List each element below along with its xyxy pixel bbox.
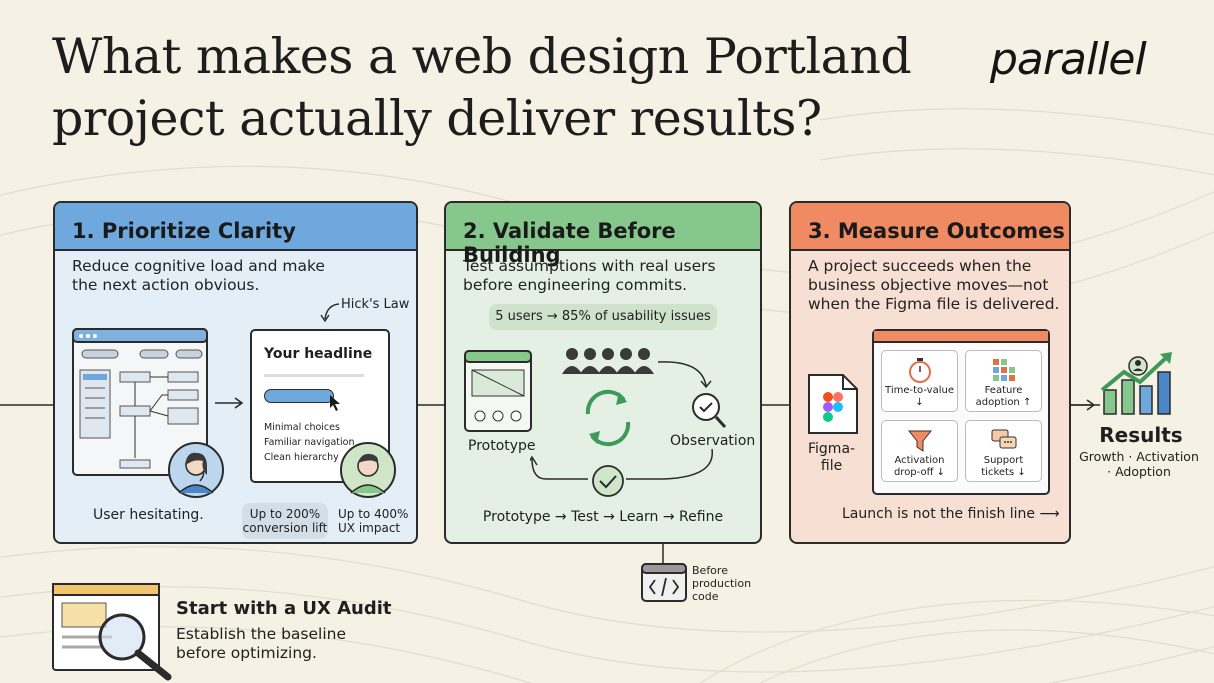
results-subtitle: Growth · Activation · Adoption — [1076, 449, 1202, 479]
usability-stat-pill: 5 users → 85% of usability issues — [489, 304, 717, 330]
figma-line-2: file — [820, 458, 843, 474]
panel-2-subtitle-line-1: Test assumptions with real users — [463, 257, 716, 275]
ux-audit-icon — [52, 583, 172, 681]
panel-2-heading: 2. Validate Before Building — [446, 203, 760, 267]
tile-label: adoption ↑ — [975, 397, 1032, 408]
flow-steps-text: Prototype → Test → Learn → Refine — [482, 509, 724, 525]
funnel-icon — [907, 430, 932, 452]
results-line-2: · Adoption — [1107, 464, 1171, 479]
title-line-1: What makes a web design Portland — [52, 28, 912, 85]
code-window-icon — [641, 563, 687, 602]
tile-label: ↓ — [915, 397, 924, 408]
before-line-1: Before — [692, 564, 728, 577]
tile-label: Time-to-value — [885, 385, 954, 396]
results-title: Results — [1099, 423, 1183, 447]
panel-3-subtitle-line-3: when the Figma file is delivered. — [808, 295, 1060, 313]
panel-2-subtitle: Test assumptions with real users before … — [446, 251, 760, 295]
activation-dropoff-tile: Activation drop-off ↓ — [881, 420, 958, 482]
stat-2-line-1: Up to 400% — [338, 507, 409, 521]
user-group-icon — [562, 348, 654, 374]
tile-label: Feature — [984, 385, 1023, 396]
panel-3-subtitle-line-1: A project succeeds when the — [808, 257, 1032, 275]
refresh-cycle-icon — [585, 389, 631, 447]
panel-3-subtitle-line-2: business objective moves—not — [808, 276, 1049, 294]
feedback-loop-arrows — [530, 448, 713, 480]
confident-user-avatar — [340, 442, 396, 498]
panel-1-caption: User hesitating. — [93, 507, 204, 523]
bullet-item: Clean hierarchy — [264, 452, 339, 463]
figma-file-icon — [808, 374, 858, 434]
panel-1-heading: 1. Prioritize Clarity — [55, 203, 416, 251]
panel-1-subtitle-line-1: Reduce cognitive load and make — [72, 257, 325, 275]
hicks-law-annotation: Hick's Law — [341, 297, 410, 312]
growth-chart-icon — [1100, 352, 1172, 415]
panel-3-subtitle: A project succeeds when the business obj… — [791, 251, 1069, 314]
measure-outcomes-panel: 3. Measure Outcomes A project succeeds w… — [789, 201, 1071, 544]
chat-bubbles-icon — [991, 429, 1016, 449]
observation-label: Observation — [670, 433, 756, 449]
tile-label: Activation — [894, 455, 945, 466]
audit-line-2: before optimizing. — [176, 644, 317, 662]
bullet-item: Minimal choices — [264, 422, 340, 433]
ux-audit-title: Start with a UX Audit — [176, 598, 392, 619]
prototype-label: Prototype — [468, 438, 536, 454]
metrics-dashboard: Time-to-value ↓ Feature adoption ↑ Activ… — [872, 329, 1050, 495]
cursor-icon — [330, 395, 340, 411]
panel-1-subtitle-line-2: the next action obvious. — [72, 276, 260, 294]
arrow-to-observation-icon — [657, 361, 712, 389]
feature-adoption-tile: Feature adoption ↑ — [965, 350, 1042, 412]
panel-1-subtitle: Reduce cognitive load and make the next … — [55, 251, 416, 295]
hesitating-user-avatar — [168, 442, 224, 498]
curved-arrow-icon — [320, 303, 340, 323]
before-line-2: production — [692, 577, 752, 590]
panel-3-footer: Launch is not the finish line ⟶ — [842, 506, 1060, 522]
time-to-value-tile: Time-to-value ↓ — [881, 350, 958, 412]
tile-label: drop-off ↓ — [893, 467, 946, 478]
validate-before-building-panel: 2. Validate Before Building Test assumpt… — [444, 201, 762, 544]
page-title: What makes a web design Portland project… — [52, 26, 952, 150]
audit-line-1: Establish the baseline — [176, 625, 347, 643]
card-headline: Your headline — [264, 346, 373, 362]
panel-3-heading: 3. Measure Outcomes — [791, 203, 1069, 251]
support-tickets-tile: Support tickets ↓ — [965, 420, 1042, 482]
card-text-line — [264, 374, 364, 377]
before-production-label: Before production code — [692, 564, 751, 603]
magnifier-icon — [692, 393, 727, 429]
title-line-2: project actually deliver results? — [52, 90, 822, 147]
stat-2-line-2: UX impact — [338, 521, 401, 535]
card-bullet-list: Minimal choices Familiar navigation Clea… — [264, 420, 355, 465]
figma-file-label: Figma- file — [808, 441, 855, 475]
checkmark-circle-icon — [592, 465, 624, 497]
results-line-1: Growth · Activation — [1079, 449, 1199, 464]
bullet-item: Familiar navigation — [264, 437, 355, 448]
conversion-lift-stat: Up to 200% conversion lift — [242, 503, 328, 539]
panel-2-subtitle-line-2: before engineering commits. — [463, 276, 688, 294]
stat-1-line-1: Up to 200% — [249, 507, 321, 521]
ux-audit-description: Establish the baseline before optimizing… — [176, 625, 346, 663]
ux-impact-stat: Up to 400% UX impact — [338, 507, 408, 535]
feature-grid-icon — [992, 359, 1015, 381]
dashboard-titlebar — [874, 331, 1048, 343]
arrow-right-icon — [215, 397, 244, 409]
brand-logo: parallel — [990, 34, 1147, 85]
cluttered-wireframe-icon — [72, 328, 208, 476]
stopwatch-icon — [908, 358, 931, 383]
stat-1-line-2: conversion lift — [242, 521, 328, 535]
cta-button[interactable] — [264, 389, 334, 403]
prototype-wireframe-icon — [464, 350, 532, 432]
figma-line-1: Figma- — [808, 441, 856, 457]
prioritize-clarity-panel: 1. Prioritize Clarity Reduce cognitive l… — [53, 201, 418, 544]
tile-label: Support — [983, 455, 1024, 466]
tile-label: tickets ↓ — [981, 467, 1026, 478]
before-line-3: code — [692, 590, 719, 603]
